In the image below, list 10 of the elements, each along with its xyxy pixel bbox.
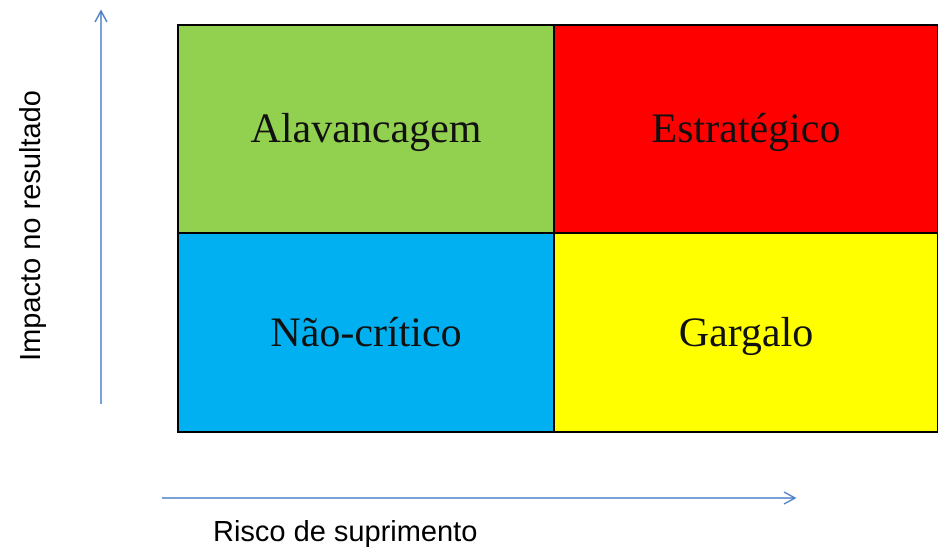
quadrant-cell bbox=[177, 232, 555, 433]
axis-label: Impacto no resultado bbox=[14, 90, 48, 360]
quadrant-label: Não-crítico bbox=[270, 308, 462, 356]
quadrant-label: Gargalo bbox=[678, 308, 814, 356]
quadrant-label: Estratégico bbox=[652, 105, 840, 153]
quadrant-cell bbox=[177, 24, 555, 234]
quadrant-label: Alavancagem bbox=[250, 105, 482, 153]
quadrant-cell bbox=[553, 24, 938, 234]
quadrant-cell bbox=[553, 232, 938, 433]
axis-label: Risco de suprimento bbox=[213, 516, 478, 549]
